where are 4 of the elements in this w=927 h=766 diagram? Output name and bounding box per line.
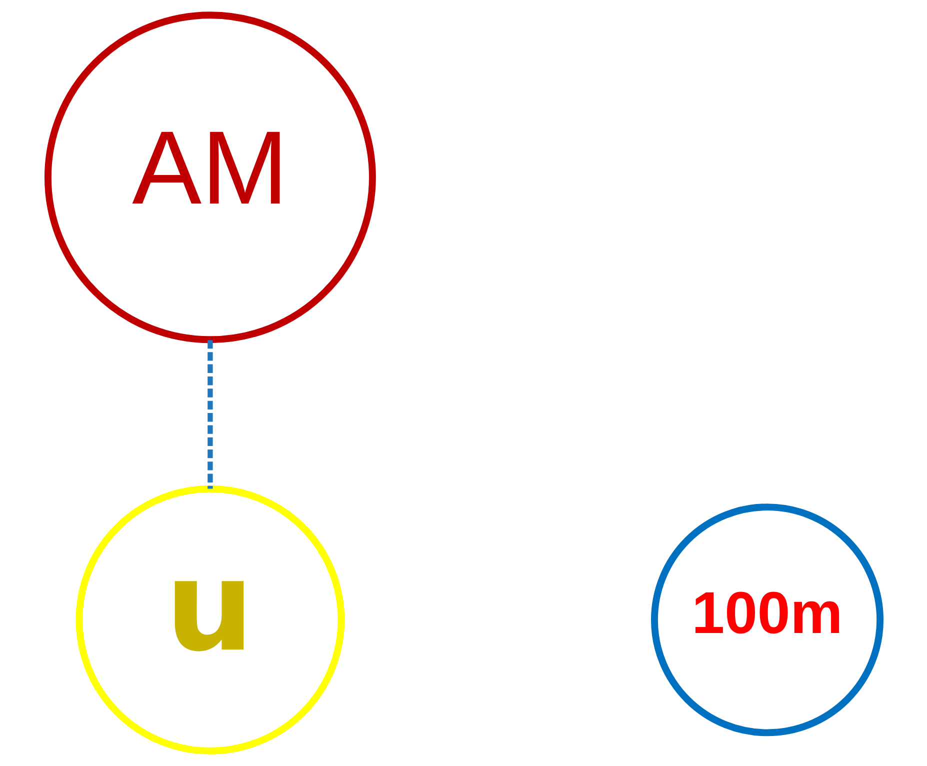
node-circle: u (75, 485, 344, 754)
node-circle: AM (44, 12, 376, 344)
node-circle: 100m (650, 504, 884, 736)
connector (207, 340, 212, 489)
